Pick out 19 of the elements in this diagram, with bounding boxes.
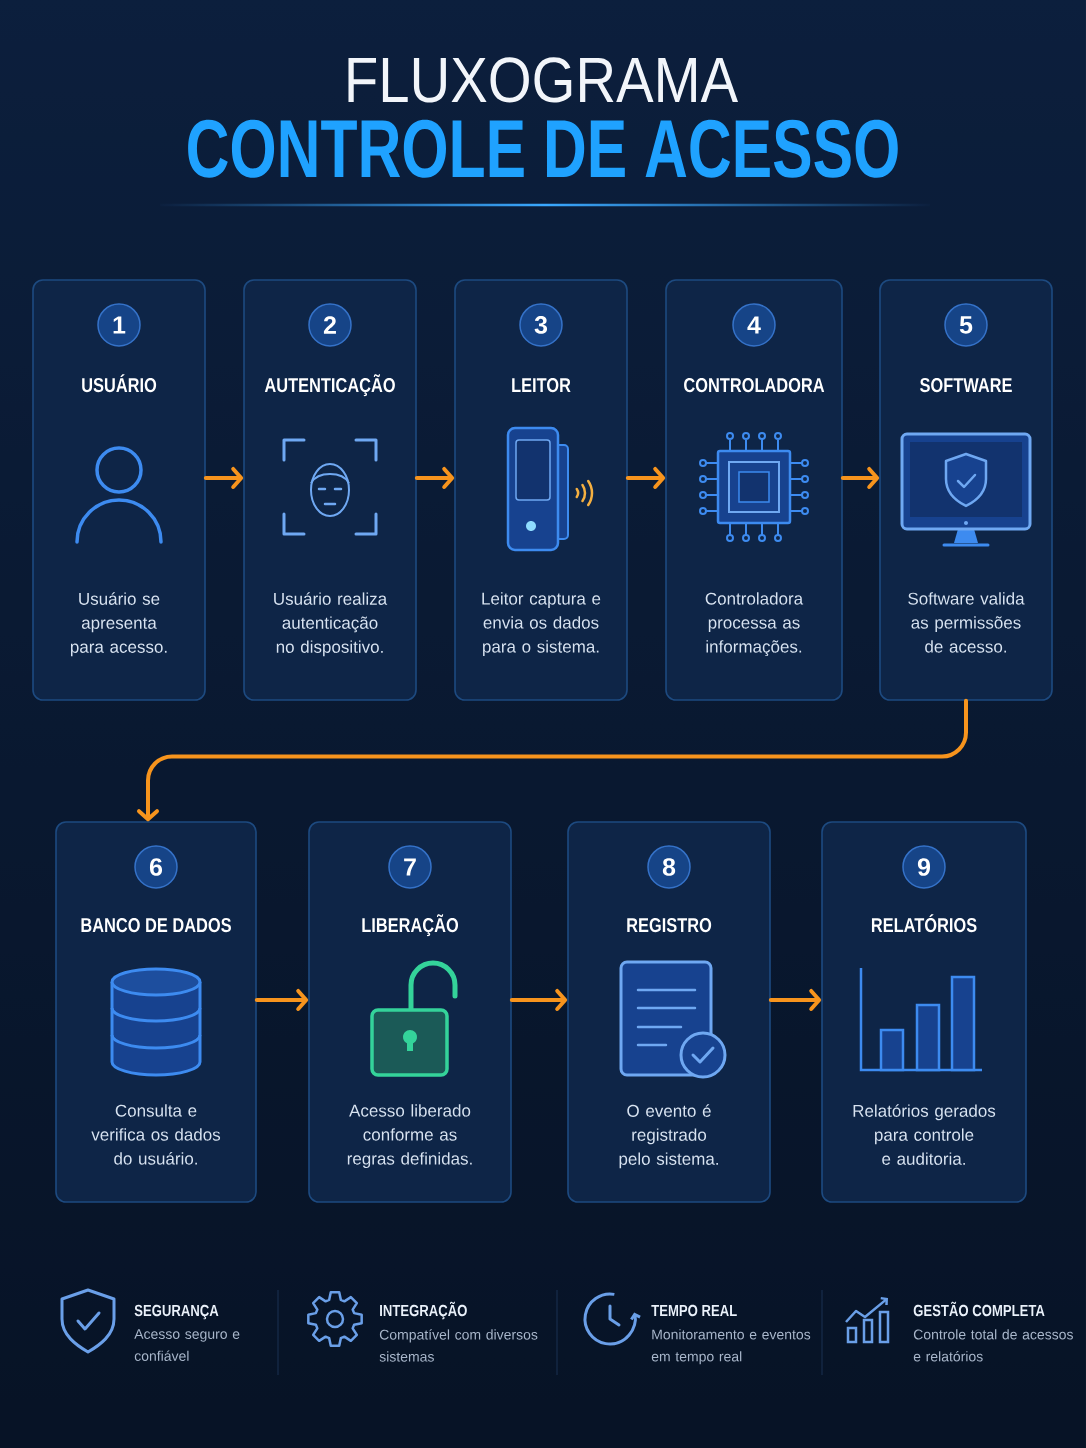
number-badge: 1 <box>97 303 141 347</box>
number-badge: 6 <box>134 845 178 889</box>
number-badge: 2 <box>308 303 352 347</box>
number-badge: 5 <box>944 303 988 347</box>
feature-text: Compatível com diversos sistemas <box>379 1329 538 1362</box>
feature-text: Monitoramento e eventos em tempo real <box>651 1329 811 1365</box>
feature-heading: INTEGRAÇÃO <box>380 1301 467 1320</box>
number-badge: 3 <box>519 303 563 347</box>
number-badge: 4 <box>732 303 776 347</box>
number-badge: 8 <box>647 845 691 889</box>
feature-text: Acesso seguro e confiável <box>134 1329 240 1361</box>
title: FLUXOGRAMA <box>348 57 739 103</box>
number-badge: 9 <box>902 845 946 889</box>
number-badge: 7 <box>388 845 432 889</box>
subtitle: CONTROLE DE ACESSO <box>188 119 898 178</box>
feature-heading: TEMPO REAL <box>651 1304 737 1317</box>
feature-text: Controle total de acessos e relatórios <box>913 1329 1073 1362</box>
feature-heading: SEGURANÇA <box>134 1304 219 1320</box>
feature-heading: GESTÃO COMPLETA <box>913 1301 1045 1317</box>
